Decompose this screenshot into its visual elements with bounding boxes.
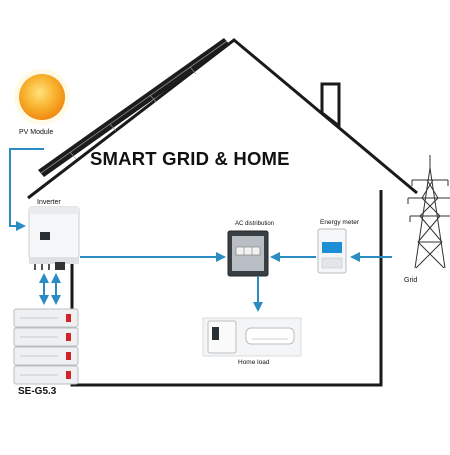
ac-distribution-label: AC distribution (235, 221, 275, 227)
pv-module-label: PV Module (19, 129, 54, 136)
inverter-icon (28, 206, 80, 270)
sun-icon (14, 69, 70, 125)
energy-meter-label: Energy meter (320, 219, 360, 226)
transmission-tower-icon (407, 155, 450, 269)
energy-meter-icon (317, 228, 347, 274)
home-load-label: Home load (238, 359, 270, 366)
house-outline (27, 38, 418, 387)
home-load-icon (202, 317, 302, 357)
diagram-title: SMART GRID & HOME (90, 148, 290, 169)
inverter-label: Inverter (37, 199, 61, 206)
ac-distribution-icon (227, 230, 269, 277)
solar-panel-icon (38, 38, 230, 177)
pv-to-inverter-line (9, 148, 44, 231)
chimney (320, 82, 341, 130)
battery-stack-icon (13, 308, 79, 385)
grid-label: Grid (404, 277, 418, 284)
battery-model-label: SE-G5.3 (18, 386, 57, 397)
